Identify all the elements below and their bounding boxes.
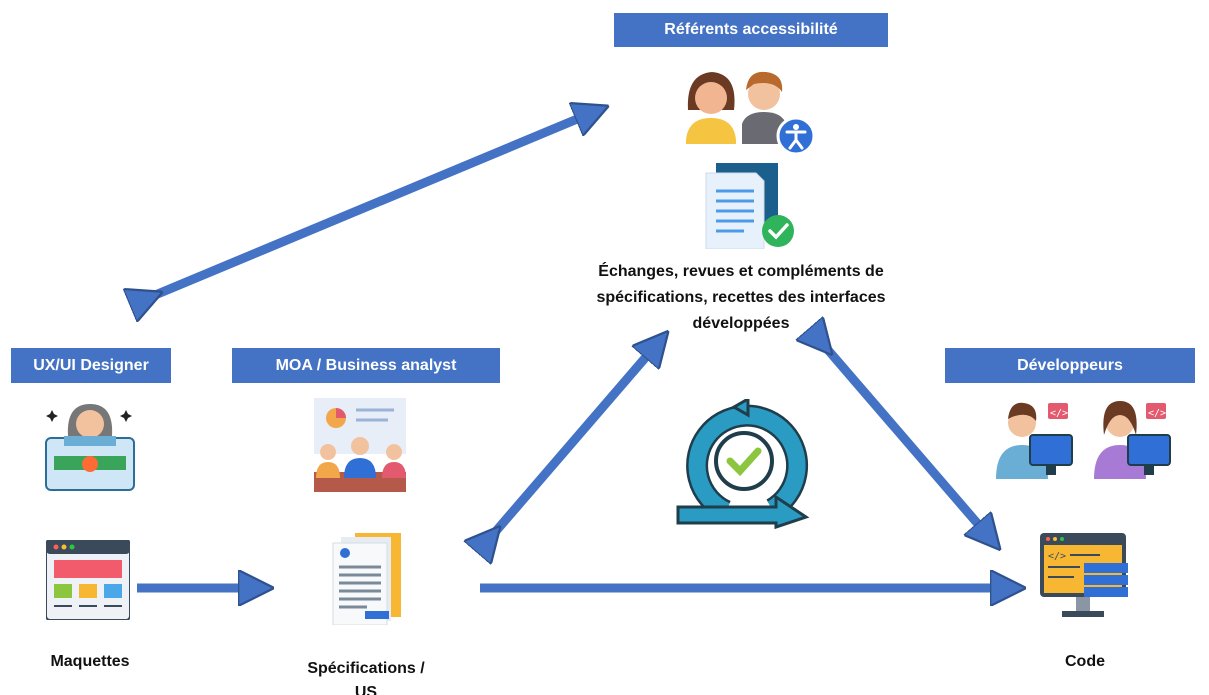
svg-text:</>: </> (1148, 408, 1166, 419)
developers-icon: </> </> (996, 401, 1171, 479)
center-line-1: Échanges, revues et compléments de (598, 263, 884, 280)
referents-box: Référents accessibilité (614, 13, 888, 47)
specification-document-icon (332, 533, 401, 625)
moa-box: MOA / Business analyst (232, 348, 500, 383)
center-line-2: spécifications, recettes des interfaces (596, 289, 886, 306)
center-description: Échanges, revues et compléments de spéci… (570, 259, 912, 337)
specifications-label: Spécifications / US (307, 660, 425, 695)
center-line-3: développées (692, 315, 790, 332)
maquettes-label: Maquettes (50, 653, 130, 670)
people-accessibility-icon (686, 71, 816, 156)
designer-box: UX/UI Designer (11, 348, 171, 383)
business-team-icon (314, 398, 406, 492)
document-check-icon (705, 163, 794, 249)
code-label: Code (1065, 653, 1105, 670)
arrow-specs-center (490, 343, 658, 538)
wireframe-icon (46, 540, 130, 620)
agile-cycle-icon (676, 399, 810, 530)
svg-text:</>: </> (1050, 408, 1068, 419)
designer-icon (45, 404, 135, 491)
arrow-center-code (822, 343, 990, 538)
code-screen-icon: </> (1040, 533, 1128, 617)
arrow-designer-referents (148, 112, 594, 298)
svg-text:</>: </> (1048, 551, 1066, 562)
